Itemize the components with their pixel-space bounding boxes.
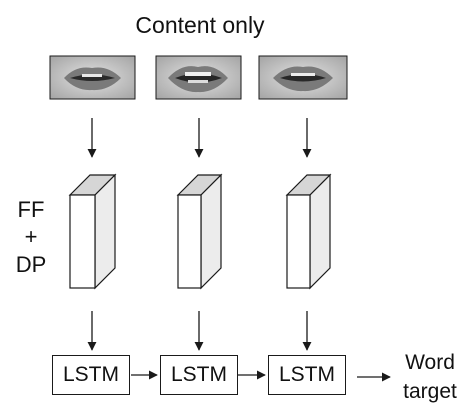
lstm-cell-label: LSTM [62, 363, 119, 386]
mouth-frame-3 [258, 55, 348, 100]
mouth-frame-1 [49, 55, 136, 100]
ff-dp-block-1 [68, 173, 117, 290]
diagram-title: Content only [135, 12, 265, 38]
lstm-cell-2: LSTM [160, 355, 238, 395]
side-label-plus: + [24, 224, 38, 249]
lstm-cell-1: LSTM [52, 355, 130, 395]
side-label-ff: FF [17, 197, 45, 222]
ff-dp-block-3 [285, 173, 332, 290]
lstm-cell-3: LSTM [268, 355, 346, 395]
output-label-word: Word [405, 351, 455, 374]
lstm-cell-label: LSTM [278, 363, 335, 386]
mouth-frame-2 [155, 55, 242, 100]
ff-dp-block-2 [176, 173, 223, 290]
output-label-target: target [403, 380, 457, 403]
side-label-dp: DP [15, 252, 47, 277]
lstm-cell-label: LSTM [170, 363, 227, 386]
